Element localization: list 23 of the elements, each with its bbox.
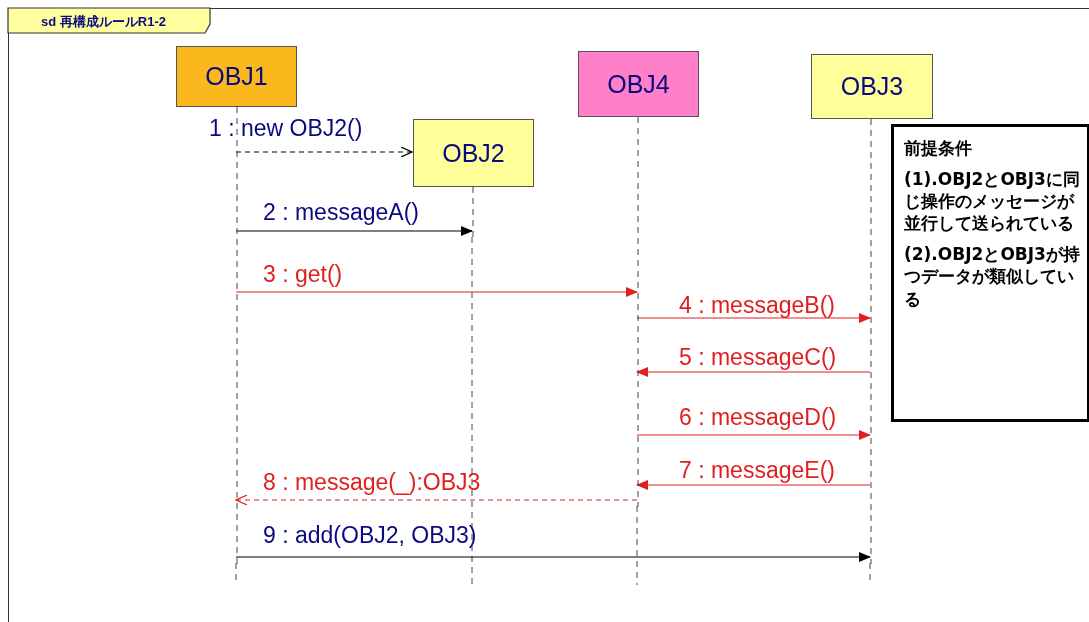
- lifeline-head: OBJ2: [413, 119, 534, 187]
- sequence-frame: [8, 8, 1089, 622]
- note-text: (1).OBJ2とOBJ3に同じ操作のメッセージが並行して送られている: [904, 168, 1081, 235]
- message-label: 1 : new OBJ2(): [209, 117, 363, 140]
- message-label: 7 : messageE(): [679, 459, 835, 482]
- message-label: 8 : message(_):OBJ3: [263, 471, 481, 494]
- message-label: 5 : messageC(): [679, 346, 837, 369]
- lifeline-head: OBJ3: [811, 54, 933, 119]
- lifeline-head: OBJ4: [578, 51, 699, 117]
- frame-title: sd 再構成ルールR1-2: [41, 13, 166, 31]
- note-text: (2).OBJ2とOBJ3が持つデータが類似している: [904, 243, 1081, 310]
- lifeline-head: OBJ1: [176, 46, 297, 107]
- message-arrow: [234, 286, 638, 297]
- message-arrow: [234, 493, 638, 506]
- message-label: 2 : messageA(): [263, 201, 419, 224]
- note-heading: 前提条件: [904, 137, 973, 160]
- message-label: 4 : messageB(): [679, 294, 835, 317]
- message-arrow: [234, 551, 871, 562]
- message-arrow: [635, 429, 871, 440]
- message-label: 3 : get(): [263, 263, 343, 286]
- message-label: 6 : messageD(): [679, 406, 837, 429]
- message-label: 9 : add(OBJ2, OBJ3): [263, 524, 477, 547]
- note-box: [891, 124, 1089, 422]
